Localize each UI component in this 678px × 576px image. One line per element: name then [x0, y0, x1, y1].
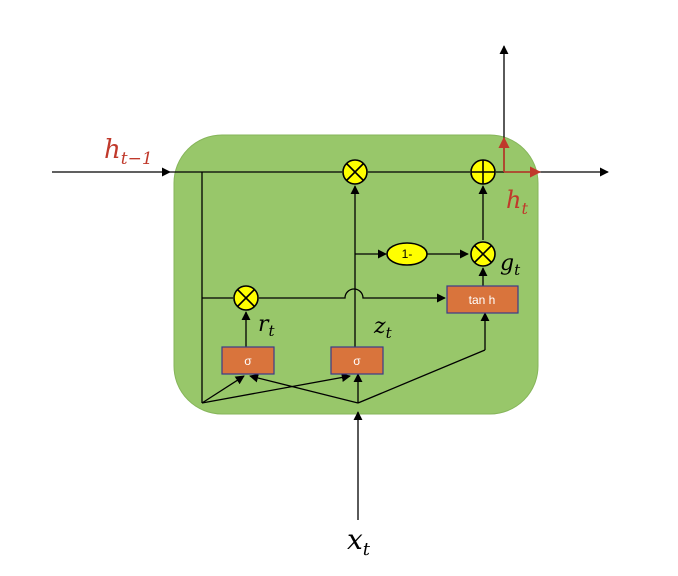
g-label: gt	[500, 251, 521, 279]
one-minus-label: 1-	[402, 247, 413, 261]
sigma-r-label: σ	[244, 354, 252, 368]
z-label: zt	[373, 314, 393, 342]
sigma-gate-z: σ	[330, 346, 384, 375]
connection-lines	[52, 45, 609, 520]
sigma-gate-r: σ	[221, 346, 275, 375]
tanh-gate: tan h	[446, 285, 519, 314]
output-indicator	[498, 136, 542, 178]
multiply-op-top	[342, 159, 368, 185]
one-minus-op: 1-	[386, 242, 428, 266]
sigma-z-label: σ	[353, 354, 361, 368]
x-in-label: xt	[347, 523, 371, 560]
h-out-label: ht	[506, 186, 528, 218]
multiply-op-reset	[233, 285, 259, 311]
multiply-op-g	[470, 241, 496, 267]
r-label: rt	[258, 312, 276, 340]
add-op	[470, 159, 496, 185]
h-prev-label: ht−1	[104, 135, 153, 169]
tanh-label: tan h	[469, 293, 496, 307]
